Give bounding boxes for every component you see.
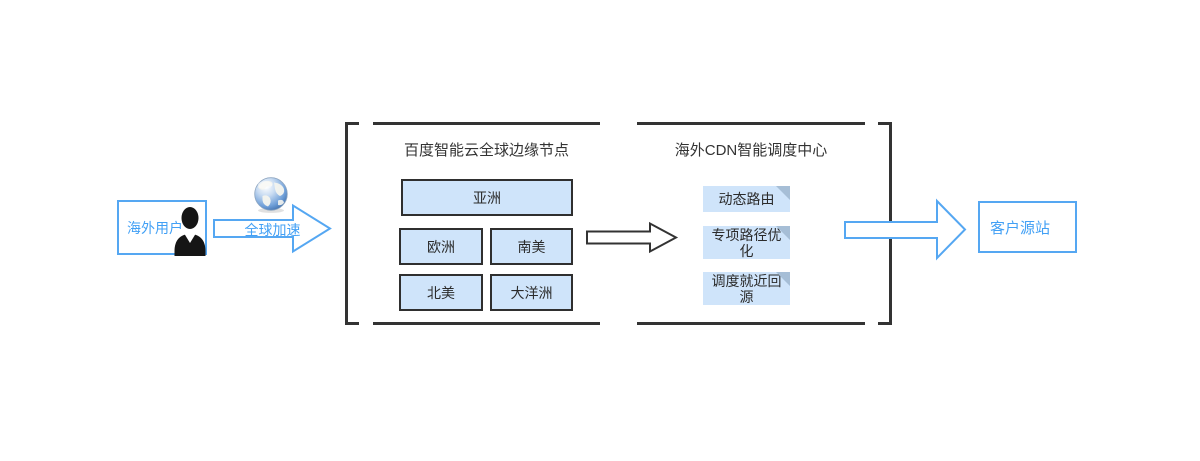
region-box-south-america: 南美 (490, 228, 573, 265)
edge-nodes-title: 百度智能云全球边缘节点 (403, 142, 569, 159)
overseas-user-label: 海外用户 (127, 219, 183, 236)
note-label: 专项路径优 化 (711, 226, 782, 259)
customer-origin-box: 客户源站 (978, 201, 1077, 253)
region-box-asia: 亚洲 (401, 179, 573, 216)
flow-arrow (586, 221, 679, 254)
region-label: 大洋洲 (510, 284, 553, 301)
region-label: 北美 (427, 284, 455, 301)
note-dynamic-routing: 动态路由 (703, 186, 790, 212)
edge-nodes-bottom-rule (373, 322, 600, 325)
region-label: 欧洲 (427, 238, 455, 255)
note-nearest-origin-return: 调度就近回 源 (703, 272, 790, 305)
scheduler-bottom-rule (637, 322, 865, 325)
customer-origin-label: 客户源站 (990, 219, 1051, 237)
region-label: 南美 (517, 238, 546, 255)
scheduler-title: 海外CDN智能调度中心 (674, 142, 828, 159)
region-box-oceania: 大洋洲 (490, 274, 573, 311)
scheduler-top-rule (637, 122, 865, 125)
note-path-optimization: 专项路径优 化 (703, 226, 790, 259)
person-icon (174, 207, 206, 256)
bracket-left (345, 122, 359, 325)
edge-nodes-top-rule (373, 122, 600, 125)
global-acceleration-arrow (213, 203, 332, 254)
global-acceleration-label: 全球加速 (244, 222, 301, 238)
region-box-europe: 欧洲 (399, 228, 483, 265)
note-label: 调度就近回 源 (711, 272, 782, 305)
origin-arrow (844, 198, 967, 261)
globe-icon (254, 177, 288, 213)
note-label: 动态路由 (718, 191, 775, 207)
region-label: 亚洲 (473, 189, 501, 206)
region-box-north-america: 北美 (399, 274, 483, 311)
